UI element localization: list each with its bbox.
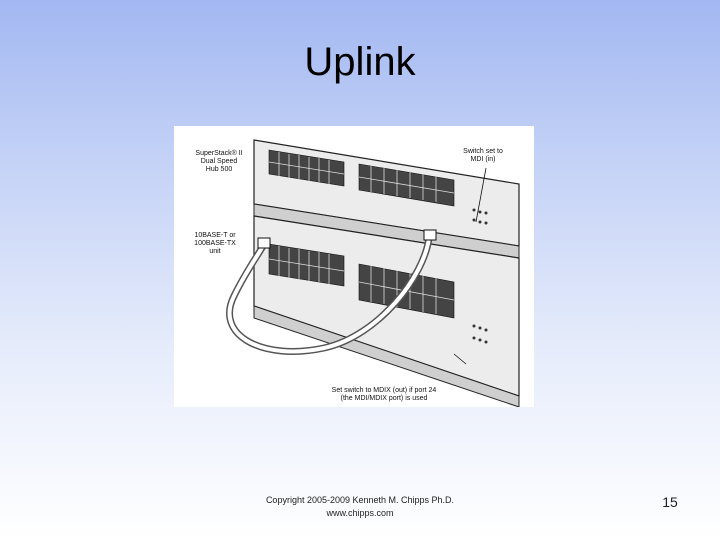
bottom-label-line-1: Set switch to MDIX (out) if port 24 — [331, 387, 437, 394]
copyright-text: Copyright 2005-2009 Kenneth M. Chipps Ph… — [265, 495, 455, 505]
unit-label-line-3: unit — [209, 248, 221, 255]
hub-label-line-3: Hub 500 — [205, 166, 233, 173]
hub-stack-illustration — [226, 139, 520, 407]
website-text: www.chipps.com — [326, 508, 394, 518]
switch-label-line-1: Switch set to — [463, 148, 503, 155]
hub-label-line-1: SuperStack® II — [195, 150, 243, 157]
slide-title: Uplink — [304, 40, 416, 84]
page-number: 15 — [662, 494, 678, 510]
unit-label-line-1: 10BASE-T or — [194, 232, 236, 239]
switch-label-line-2: MDI (in) — [470, 156, 496, 163]
slide-footer: Copyright 2005-2009 Kenneth M. Chipps Ph… — [200, 494, 520, 520]
switch-label: Switch set to MDI (in) — [450, 148, 516, 164]
hub-label: SuperStack® II Dual Speed Hub 500 — [184, 150, 254, 174]
bottom-label-line-2: (the MDI/MDIX port) is used — [340, 395, 428, 402]
unit-label-line-2: 100BASE-TX — [194, 240, 236, 247]
bottom-label: Set switch to MDIX (out) if port 24 (the… — [284, 387, 484, 403]
hub-label-line-2: Dual Speed — [200, 158, 238, 165]
unit-label: 10BASE-T or 100BASE-TX unit — [180, 232, 250, 256]
uplink-diagram: SuperStack® II Dual Speed Hub 500 10BASE… — [174, 126, 534, 407]
